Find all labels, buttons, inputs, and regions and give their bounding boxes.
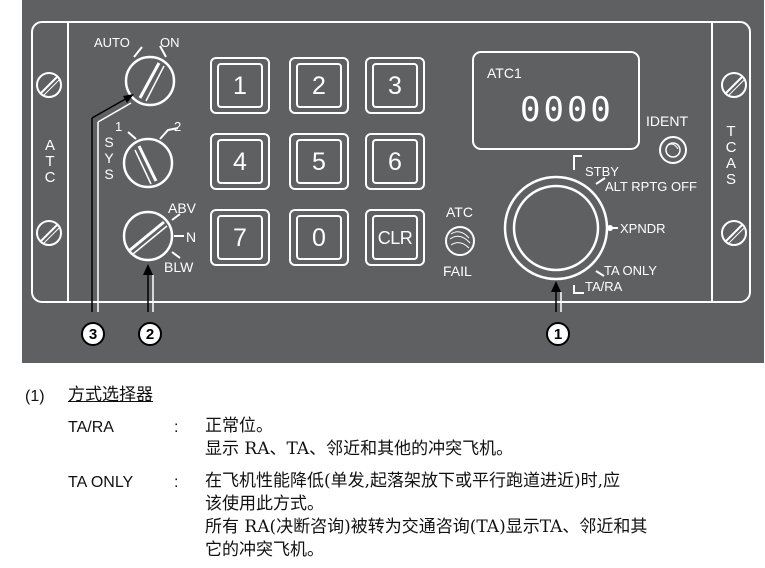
atc-tcas-control-panel: ATC TCAS AUTO ON 1 2 SYS ABV N BLW 1 2 3… [22,0,764,363]
callout-1-leader [551,281,562,312]
callout-2: 2 [138,322,162,346]
key-6-button[interactable] [365,133,425,190]
on-label: ON [160,35,180,50]
screw-icon [721,220,747,246]
blw-label: BLW [164,259,194,275]
code-display [472,51,640,150]
mode-ta-ra-label: TA/RA [585,279,623,294]
term-ta-only: TA ONLY [68,474,134,491]
sys-2-label: 2 [174,119,182,134]
screw-icon [721,72,747,98]
key-1-button[interactable] [210,57,270,114]
sys-label: SYS [104,134,114,182]
term-colon: : [174,419,179,436]
ident-label: IDENT [646,113,688,129]
screw-icon [36,72,62,98]
ta-only-line-4: 它的冲突飞机。 [205,540,324,560]
auto-label: AUTO [94,35,130,50]
notes-heading: 方式选择器 [68,385,153,405]
callout-2-leader [143,264,154,312]
sys-1-label: 1 [115,119,123,134]
mode-alt-rptg-off-label: ALT RPTG OFF [605,179,697,194]
term-ta-ra: TA/RA [68,419,114,436]
key-7-button[interactable] [210,209,270,266]
panel-frame [31,21,751,303]
key-0-button[interactable] [289,209,349,266]
n-label: N [186,229,197,245]
ident-button[interactable] [659,136,687,164]
key-2-button[interactable] [289,57,349,114]
tcas-side-label: TCAS [725,123,737,188]
term-colon: : [174,474,179,491]
panel-artwork [31,21,751,312]
ta-only-line-1: 在飞机性能降低(单发,起落架放下或平行跑道进近)时,应 [205,471,621,491]
key-4-button[interactable] [210,133,270,190]
abv-label: ABV [168,200,197,216]
callout-3: 3 [81,322,105,346]
atc-fail-top-label: ATC [446,204,473,220]
mode-xpndr-label: XPNDR [620,221,666,236]
key-clr-button[interactable] [365,209,425,266]
auto-on-knob[interactable] [124,45,176,107]
squawk-code-readout: 0000 [520,90,614,130]
key-5-button[interactable] [289,133,349,190]
atc-fail-bottom-label: FAIL [443,263,472,279]
callout-3-leader [91,94,134,312]
ta-ra-line-2: 显示 RA、TA、邻近和其他的冲突飞机。 [205,439,514,459]
mode-selector-knob[interactable] [503,155,618,294]
abv-n-blw-knob[interactable] [122,210,184,262]
ta-only-line-2: 该使用此方式。 [205,494,324,514]
notes-section: (1) 方式选择器 TA/RA : 正常位。 显示 RA、TA、邻近和其他的冲突… [0,372,765,568]
atc-side-label: ATC [44,137,56,186]
atc-fail-lamp-icon [445,226,475,256]
sys-knob[interactable] [122,127,179,189]
ta-only-line-3: 所有 RA(决断咨询)被转为交通咨询(TA)显示TA、邻近和其 [205,517,648,537]
screw-icon [36,220,62,246]
mode-stby-label: STBY [585,164,619,179]
keypad [210,57,425,266]
key-3-button[interactable] [365,57,425,114]
ta-ra-line-1: 正常位。 [205,416,273,436]
display-title: ATC1 [487,65,522,81]
mode-ta-only-label: TA ONLY [604,263,657,278]
callout-1: 1 [546,322,570,346]
notes-heading-number: (1) [25,388,45,405]
